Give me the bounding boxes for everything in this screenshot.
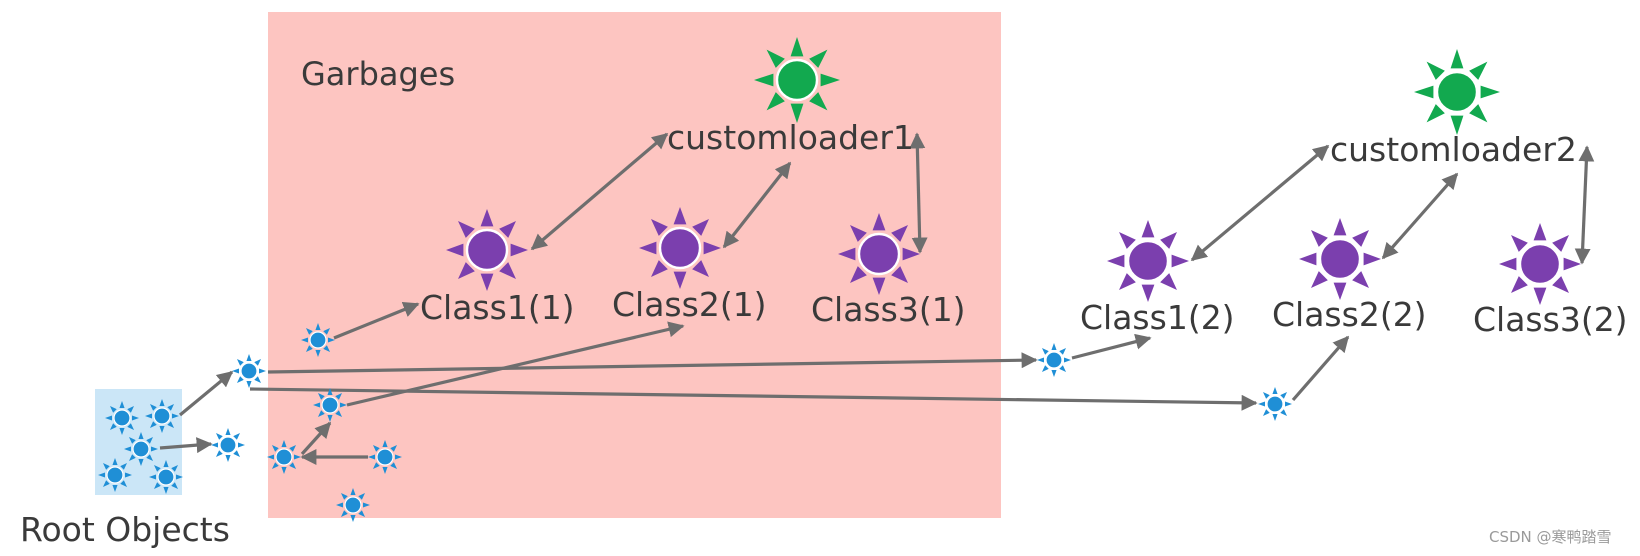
arrow-class1-1-loader1 [530,132,669,251]
nodes-layer [98,37,1581,522]
class-label-class3-2: Class3(2) [1473,300,1628,339]
object-blue-sun-icon-12 [336,488,370,522]
object-blue-sun-icon-4 [98,458,132,492]
object-blue-sun-icon-11 [368,440,402,474]
loader-1-green-sun-icon [754,37,840,123]
arrow-class3-1-loader1 [909,132,928,254]
arrow-class1-2-loader2 [1190,144,1330,262]
arrow-object-to-object-class2-2 [249,387,1258,411]
object-blue-sun-icon-5 [149,460,183,494]
object-blue-sun-icon-8 [301,323,335,357]
loader-label-2: customloader2 [1330,130,1577,169]
object-blue-sun-icon-9 [313,388,347,422]
class-label-class1-2: Class1(2) [1080,298,1235,337]
class-label-class2-2: Class2(2) [1272,295,1427,334]
class1-1-purple-sun-icon [446,209,528,291]
class-label-class1-1: Class1(1) [420,288,575,327]
root-objects-label: Root Objects [20,510,230,549]
object-blue-sun-icon-14 [1258,387,1292,421]
arrow-object-to-class2-2 [1291,335,1350,402]
arrow-root-to-object [178,370,234,417]
garbages-label: Garbages [301,55,456,93]
object-blue-sun-icon-1 [105,401,139,435]
object-blue-sun-icon-10 [267,440,301,474]
arrow-object-to-class1-1 [333,301,420,340]
object-blue-sun-icon-13 [1037,343,1071,377]
object-blue-sun-icon-2 [145,399,179,433]
arrow-object-to-object-up [300,421,332,456]
class3-2-purple-sun-icon [1499,223,1581,305]
loader-2-green-sun-icon [1414,49,1500,135]
object-blue-sun-icon-7 [232,354,266,388]
object-blue-sun-icon-6 [211,428,245,462]
object-blue-sun-icon-3 [124,432,158,466]
class1-2-purple-sun-icon [1107,220,1189,302]
arrow-class2-1-loader1 [722,161,792,249]
arrow-object-to-class2-1 [346,321,685,407]
arrow-root-to-object-right [159,437,213,454]
arrows-layer [159,132,1595,465]
watermark: CSDN @寒鸭踏雪 [1489,528,1612,546]
loader-label-1: customloader1 [667,118,914,157]
arrow-class2-2-loader2 [1381,172,1459,260]
class-label-class3-1: Class3(1) [811,290,966,329]
arrow-object-to-class1-2 [1071,333,1152,360]
arrow-object-to-object-class1-2 [267,352,1038,374]
class-label-class2-1: Class2(1) [612,285,767,324]
class2-1-purple-sun-icon [639,207,721,289]
class3-1-purple-sun-icon [838,213,920,295]
class2-2-purple-sun-icon [1299,218,1381,300]
arrow-class3-2-loader2 [1574,145,1595,265]
